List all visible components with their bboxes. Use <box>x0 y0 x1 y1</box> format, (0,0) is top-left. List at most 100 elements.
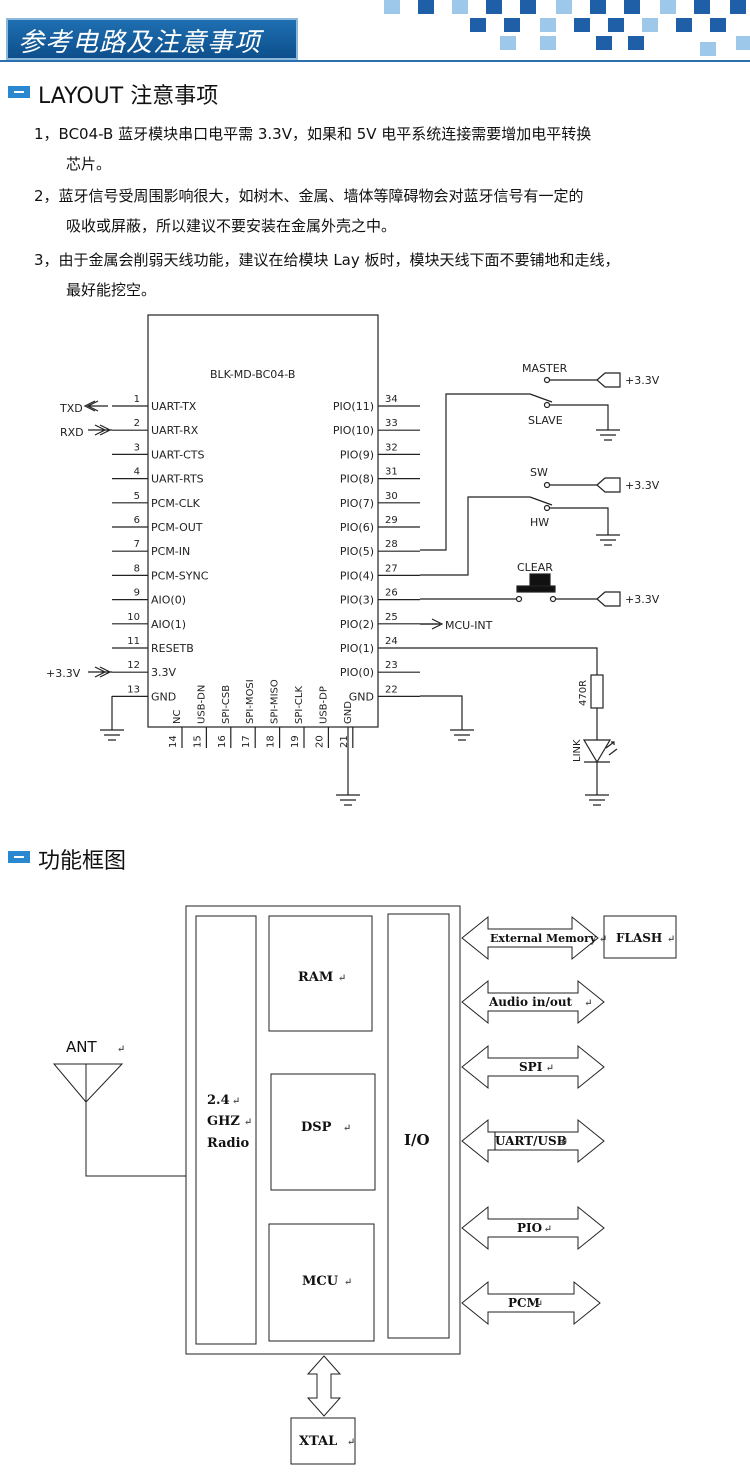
vcc-label: +3.3V <box>625 479 660 492</box>
pin-name: PIO(10) <box>333 424 374 437</box>
antenna-feed-line <box>85 1102 186 1177</box>
led-icon <box>582 739 612 764</box>
pin-name: RESETB <box>151 642 194 655</box>
switch-contact <box>543 401 551 409</box>
io-label: I/O <box>404 1131 430 1149</box>
mcu-int-arrow-icon <box>420 618 444 630</box>
pin-number: 13 <box>127 684 140 695</box>
antenna-icon <box>52 1063 124 1103</box>
pin-number: 29 <box>385 515 398 526</box>
flash-block <box>603 915 677 959</box>
note-2-line-2: 吸收或屏蔽，所以建议不要安装在金属外壳之中。 <box>66 217 397 235</box>
banner-square <box>556 0 572 14</box>
txd-label: TXD <box>59 402 83 415</box>
pin-name: PCM-SYNC <box>151 569 209 582</box>
pin-name: PIO(7) <box>340 497 374 510</box>
ground-icon <box>596 534 620 546</box>
para-mark: ↵ <box>347 1437 355 1448</box>
switch-contact <box>543 376 551 384</box>
ground-icon <box>450 729 474 741</box>
para-mark: ↵ <box>344 1277 352 1288</box>
banner-square <box>540 18 556 32</box>
io-block <box>387 913 450 1339</box>
banner: 参考电路及注意事项 <box>0 0 750 62</box>
pin-number: 28 <box>385 539 398 550</box>
rxd-label: RXD <box>60 426 84 439</box>
pin-number: 8 <box>134 563 140 574</box>
pin-number: 7 <box>134 539 140 550</box>
note-1-line-2: 芯片。 <box>66 155 112 173</box>
para-mark: ↵ <box>535 1299 543 1310</box>
pin-number: 1 <box>134 394 140 405</box>
radio-text-2: GHZ <box>207 1114 240 1129</box>
gnd-right-wire <box>420 695 463 730</box>
module-outline <box>185 905 461 1355</box>
pin-name: PIO(1) <box>340 642 374 655</box>
xtal-arrow-icon <box>306 1355 342 1417</box>
banner-square <box>730 0 746 14</box>
rxd-arrow-icon <box>88 424 112 436</box>
vcc-tag-icon <box>596 591 621 607</box>
led-light-icon <box>605 741 618 756</box>
note-3-line-2: 最好能挖空。 <box>66 281 157 299</box>
bus-arrow: Audio in/out↵ <box>461 979 605 1025</box>
banner-square <box>660 0 676 14</box>
para-mark: ↵ <box>667 934 675 945</box>
clear-button-cap <box>529 573 551 587</box>
pin-number: 33 <box>385 418 398 429</box>
led-label: LINK <box>572 739 583 762</box>
banner-square <box>418 0 434 14</box>
switch-blade <box>529 496 553 506</box>
pin-number: 9 <box>134 588 140 599</box>
vcc-label: +3.3V <box>625 374 660 387</box>
pin-name: UART-RX <box>151 424 199 437</box>
chip-body <box>147 314 379 728</box>
pin-name: UART-RTS <box>151 473 204 486</box>
pin-number: 3 <box>134 442 140 453</box>
ant-label: ANT <box>66 1038 97 1056</box>
pin-number: 11 <box>127 636 140 647</box>
switch-contact <box>543 481 551 489</box>
bus-arrow: PCM↵ <box>461 1280 601 1326</box>
pin-name: 3.3V <box>151 666 176 679</box>
ground-icon <box>596 429 620 441</box>
banner-square <box>452 0 468 14</box>
pin-number: 21 <box>339 735 350 748</box>
banner-square <box>470 18 486 32</box>
vcc-left-label: +3.3V <box>46 667 81 680</box>
ground-icon <box>336 794 360 806</box>
bus-label: PIO <box>517 1221 542 1235</box>
bus-arrows: External Memory↵Audio in/out↵SPI↵UART/US… <box>461 915 607 1326</box>
pin-name: PCM-IN <box>151 545 190 558</box>
pin-name: PIO(0) <box>340 666 374 679</box>
banner-square <box>628 36 644 50</box>
function-block-diagram: 2.4 ↵ GHZ ↵ Radio RAM ↵ DSP ↵ MCU ↵ I/O … <box>52 905 677 1465</box>
para-mark: ↵ <box>244 1117 252 1128</box>
pin-name: SPI-CLK <box>294 686 305 724</box>
para-mark: ↵ <box>599 934 607 945</box>
bus-arrow-icon <box>461 915 599 961</box>
pin-name: USB-DN <box>196 685 207 724</box>
pin-name: SPI-CSB <box>221 685 232 724</box>
master-label: MASTER <box>522 362 568 375</box>
pin-name: GND <box>151 690 176 703</box>
pin-name: UART-CTS <box>151 448 204 461</box>
left-pins: 1UART-TX2UART-RX3UART-CTS4UART-RTS5PCM-C… <box>112 394 209 703</box>
para-mark: ↵ <box>544 1224 552 1235</box>
banner-square <box>700 42 716 56</box>
para-mark: ↵ <box>343 1123 351 1134</box>
bus-label: UART/USB <box>495 1134 567 1148</box>
xtal-block <box>290 1417 356 1465</box>
hw-gnd-wire <box>550 507 609 535</box>
ground-icon <box>585 794 609 806</box>
